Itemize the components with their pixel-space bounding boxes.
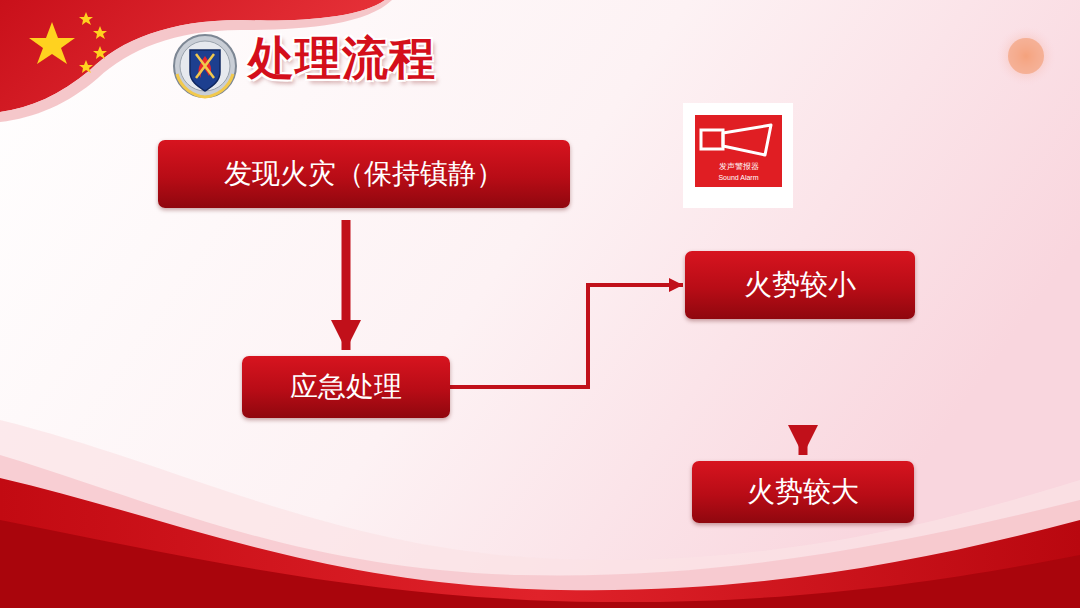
dark-red-wave [0,520,1080,608]
flag-stars [29,12,107,73]
icon-caption: Sound Alarm [695,174,782,181]
sun-core [1008,38,1044,74]
alarm-icon: 发声警报器 Sound Alarm [683,103,793,208]
box-label: 应急处理 [290,370,402,404]
pink-wave [0,455,1080,608]
pale-wave [0,420,1080,608]
box-label: 火势较大 [747,475,859,509]
flow-arrow [450,285,683,387]
box-label: 发现火灾（保持镇静） [224,157,504,191]
process-box: 火势较小 [685,251,915,319]
box-label: 火势较小 [744,268,856,302]
process-box: 应急处理 [242,356,450,418]
fire-badge [174,35,236,97]
flow-arrow [799,430,808,455]
page-title: 处理流程 [248,28,436,90]
icon-caption: 发声警报器 [695,163,782,171]
sun [996,26,1056,86]
red-wave [0,478,1080,608]
flow-arrow [342,220,351,350]
process-box: 发现火灾（保持镇静） [158,140,570,208]
process-box: 火势较大 [692,461,914,523]
